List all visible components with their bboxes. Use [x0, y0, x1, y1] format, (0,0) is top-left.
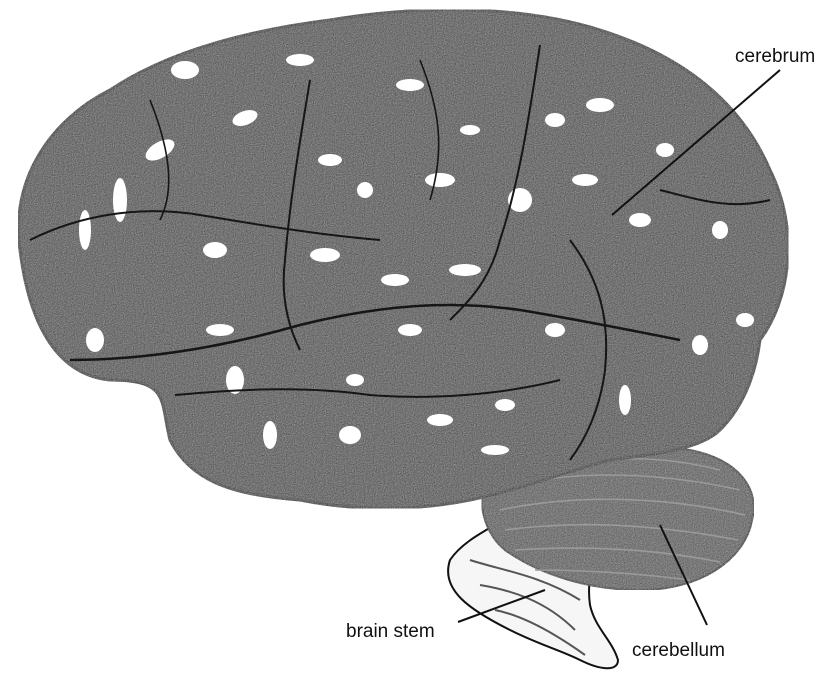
brain-stem-label: brain stem — [346, 621, 435, 642]
cerebrum-label: cerebrum — [735, 46, 815, 67]
cerebrum-shape — [18, 10, 788, 509]
cerebellum-label: cerebellum — [632, 640, 725, 661]
